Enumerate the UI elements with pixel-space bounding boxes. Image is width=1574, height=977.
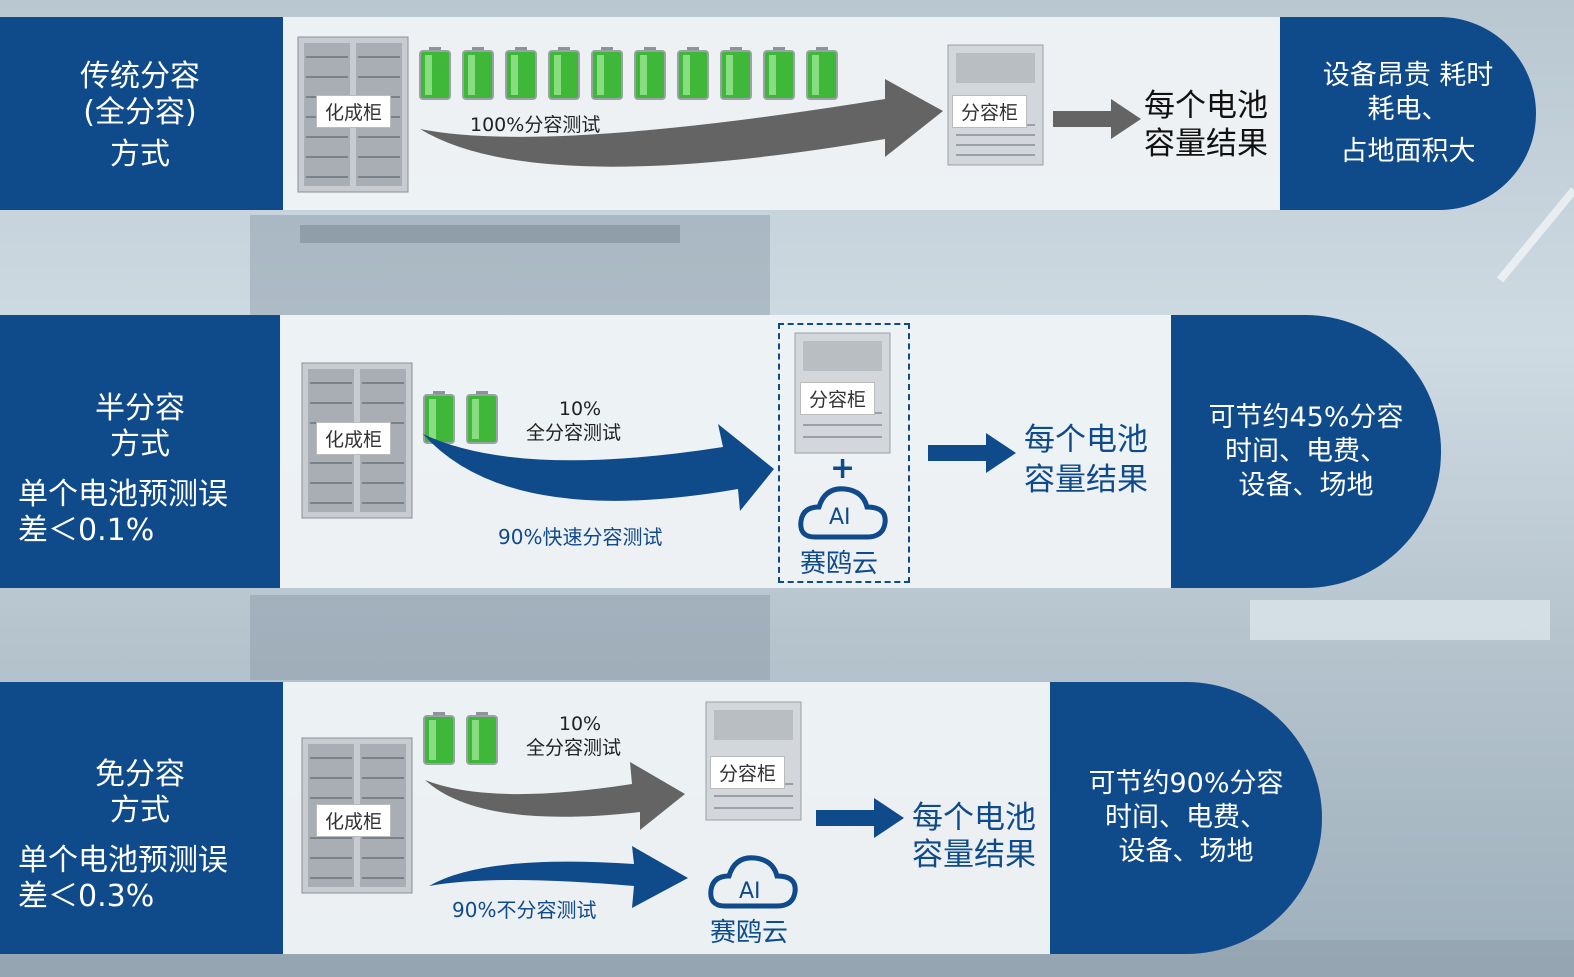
row-title-line: 半分容 — [95, 391, 185, 426]
result-line: 每个电池 — [1024, 422, 1148, 458]
result-line: 容量结果 — [1024, 462, 1148, 498]
test-label: 全分容测试 — [526, 422, 622, 444]
row-traditional: 传统分容 (全分容) 方式 化成柜 100%分容测试 分容柜 每 — [0, 17, 1574, 210]
outcome-line: 占地面积大 — [1340, 135, 1476, 167]
battery-icon — [462, 47, 494, 100]
error-line: 单个电池预测误 — [18, 477, 228, 512]
battery-icon — [806, 47, 838, 100]
battery-group — [419, 47, 838, 100]
battery-icon — [466, 712, 498, 765]
outcome-capsule: 可节约90%分容 时间、电费、 设备、场地 — [1050, 682, 1322, 954]
test-label: 10% — [558, 398, 602, 420]
grading-cabinet-label: 分容柜 — [800, 382, 876, 415]
battery-icon — [423, 712, 455, 765]
battery-icon — [677, 47, 709, 100]
fast-test-label: 90%快速分容测试 — [498, 525, 663, 549]
battery-icon — [720, 47, 752, 100]
outcome-line: 可节约90%分容 — [1088, 768, 1284, 799]
battery-icon — [505, 47, 537, 100]
row-title-line: 传统分容 — [80, 59, 200, 94]
outcome-line: 可节约45%分容 — [1208, 401, 1404, 433]
outcome-line: 时间、电费、 — [1105, 802, 1267, 833]
error-line: 单个电池预测误 — [18, 843, 228, 878]
result-line: 容量结果 — [912, 837, 1036, 873]
row-title-line: (全分容) — [83, 95, 197, 130]
battery-group — [423, 712, 498, 765]
curved-arrow-blue — [429, 846, 688, 908]
row-title-line: 方式 — [110, 427, 170, 462]
error-line: 差＜0.1% — [18, 513, 155, 548]
plus-sign: + — [830, 451, 856, 486]
straight-arrow — [816, 798, 904, 838]
test-label: 全分容测试 — [526, 737, 622, 759]
grading-cabinet-label: 分容柜 — [952, 95, 1028, 128]
cloud-icon — [708, 855, 798, 909]
outcome-capsule: 可节约45%分容 时间、电费、 设备、场地 — [1171, 315, 1441, 588]
curved-arrow — [420, 79, 943, 167]
row-no-grading: 免分容 方式 单个电池预测误 差＜0.3% 化成柜 10% 全分容测试 90%不… — [0, 682, 1574, 954]
row-title-line: 方式 — [110, 793, 170, 828]
row-title-block: 半分容 方式 单个电池预测误 差＜0.1% — [0, 315, 280, 588]
ai-label: AI — [829, 505, 851, 530]
fast-test-label: 90%不分容测试 — [452, 898, 597, 922]
battery-icon — [466, 391, 498, 444]
formation-cabinet-label: 化成柜 — [316, 95, 392, 128]
test-label: 100%分容测试 — [470, 114, 601, 136]
battery-icon — [763, 47, 795, 100]
cloud-label: 赛鸥云 — [800, 549, 879, 579]
outcome-line: 时间、电费、 — [1225, 435, 1387, 467]
cloud-label: 赛鸥云 — [710, 918, 789, 948]
row-title-block: 免分容 方式 单个电池预测误 差＜0.3% — [0, 682, 283, 954]
cloud-icon — [798, 486, 888, 540]
outcome-line: 设备昂贵 耗时 — [1322, 59, 1494, 91]
result-line: 每个电池 — [912, 800, 1036, 836]
row-title-block: 传统分容 (全分容) 方式 — [0, 17, 283, 210]
row-half-grading: 半分容 方式 单个电池预测误 差＜0.1% 化成柜 10% 全分容测试 90%快… — [0, 315, 1574, 588]
grading-ai-group — [778, 323, 910, 583]
straight-arrow — [928, 433, 1016, 473]
curved-arrow — [423, 424, 774, 511]
straight-arrow — [1053, 99, 1141, 139]
result-line: 容量结果 — [1144, 126, 1268, 162]
outcome-line: 设备、场地 — [1238, 469, 1374, 501]
grading-cabinet-label: 分容柜 — [710, 756, 786, 789]
battery-group — [423, 391, 498, 444]
test-label: 10% — [558, 713, 602, 735]
row-title-line: 免分容 — [95, 757, 185, 792]
outcome-line: 耗电、 — [1367, 93, 1449, 125]
battery-icon — [548, 47, 580, 100]
battery-icon — [419, 47, 451, 100]
error-line: 差＜0.3% — [18, 879, 155, 914]
curved-arrow-gray — [425, 762, 685, 830]
outcome-line: 设备、场地 — [1118, 836, 1254, 867]
row-title-line: 方式 — [110, 137, 170, 172]
battery-icon — [634, 47, 666, 100]
result-line: 每个电池 — [1144, 88, 1268, 124]
formation-cabinet-label: 化成柜 — [316, 804, 392, 837]
battery-icon — [591, 47, 623, 100]
outcome-capsule: 设备昂贵 耗时 耗电、 占地面积大 — [1280, 17, 1536, 210]
formation-cabinet-label: 化成柜 — [316, 422, 392, 455]
ai-label: AI — [739, 879, 761, 904]
